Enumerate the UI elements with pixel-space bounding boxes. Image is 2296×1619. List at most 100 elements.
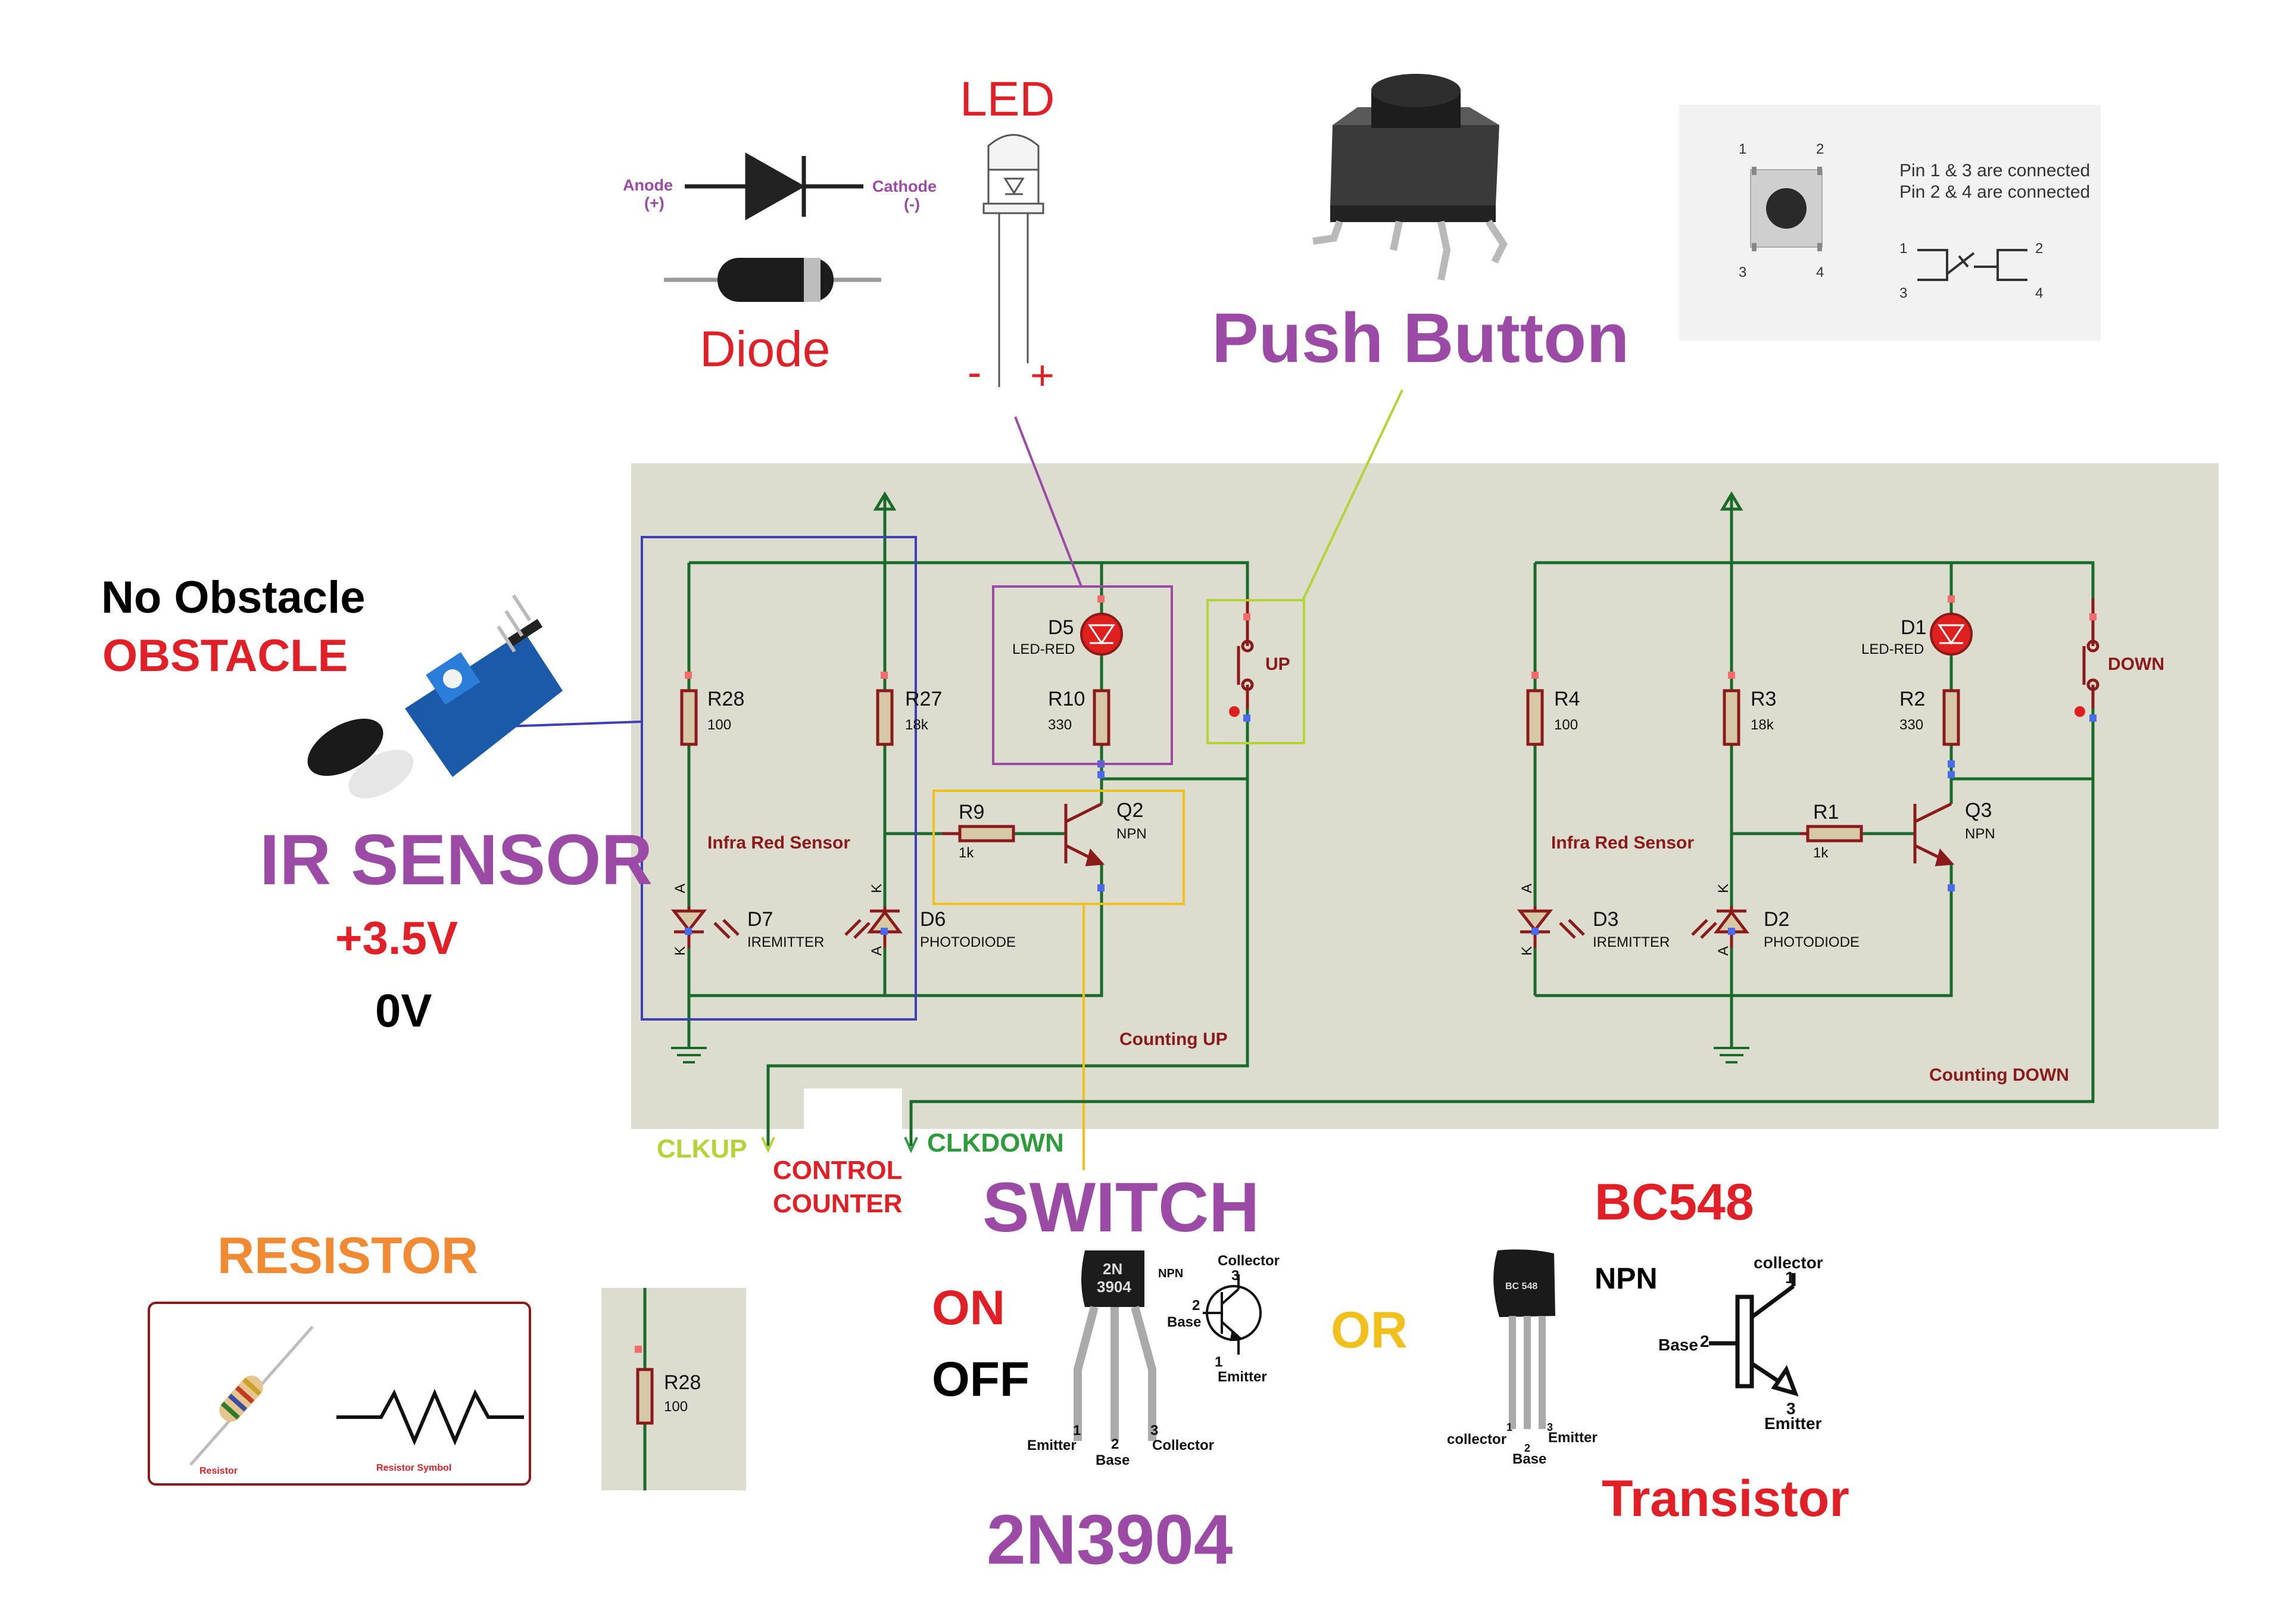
resistor-inset-frame (148, 1302, 531, 1486)
pin-markers-down (1531, 595, 2097, 935)
on-label: ON (932, 1281, 1005, 1335)
led-callout-line (1014, 416, 1083, 587)
no-obstacle-label: No Obstacle (101, 572, 366, 623)
clkup-label: CLKUP (657, 1134, 747, 1163)
resistor-symbol-zigzag (336, 1389, 524, 1446)
switch-label-down: DOWN (2108, 654, 2164, 674)
ir-callout-line (504, 720, 642, 728)
voltage-low-label: 0V (375, 984, 432, 1037)
chip-2n3904-pin1-bottom: 1 (1215, 1354, 1222, 1370)
npn-label: NPN (1595, 1262, 1658, 1295)
anode-sign: (+) (644, 194, 665, 212)
control-label: CONTROL (773, 1156, 903, 1185)
d1-ref: D1 (1901, 616, 1926, 639)
chip-2n3904-pin1: 1 (1073, 1423, 1081, 1439)
ground-symbol-down (1714, 1047, 1749, 1063)
pin-1-symbol: 1 (1899, 241, 1907, 257)
ts-base: Base (1658, 1336, 1698, 1354)
d7-value: IREMITTER (747, 934, 824, 950)
clkdown-label: CLKDOWN (927, 1128, 1064, 1158)
d6-cathode: K (869, 884, 885, 893)
d3-value: IREMITTER (1593, 934, 1670, 950)
pin-3-bottom: 3 (1739, 264, 1746, 280)
led-plus: + (1030, 352, 1055, 398)
pin-2-top: 2 (1816, 141, 1824, 157)
schematic-panel (631, 463, 2219, 1129)
chip-2n3904-npn: NPN (1158, 1267, 1183, 1280)
r1-value: 1k (1813, 845, 1829, 861)
d6-anode: A (869, 946, 885, 956)
2n3904-symbol (1203, 1274, 1262, 1355)
button-callout-line (1302, 389, 1403, 601)
schematic-text: R28 100 R27 18k R10 330 R9 1k D5 LED-RED… (664, 616, 1995, 1415)
pin-4-bottom: 4 (1816, 264, 1824, 280)
chip-2n3904-emitter-right: Emitter (1218, 1369, 1267, 1385)
diode-package (664, 258, 881, 302)
transistor-symbol-text: collector 1 Base 2 3 Emitter (1658, 1253, 1823, 1433)
chip-2n3904-collector-bottom: Collector (1152, 1437, 1214, 1453)
push-switch-up (1237, 598, 1254, 709)
ir-sensor-module-photo (307, 594, 563, 798)
cathode-label: Cathode (872, 177, 937, 195)
transistor-q3 (1913, 802, 1955, 866)
d7-anode: A (672, 884, 688, 893)
d7-cathode: K (672, 946, 688, 956)
push-button-photo (1312, 74, 1508, 281)
or-label: OR (1331, 1302, 1408, 1359)
ir-emitter-d7 (670, 906, 740, 948)
off-label: OFF (932, 1352, 1030, 1406)
transistor-title: Transistor (1602, 1470, 1849, 1527)
ground-symbol-up (671, 1047, 707, 1063)
r3-ref: R3 (1751, 688, 1776, 710)
chip-2n3904-line2: 3904 (1097, 1278, 1131, 1296)
q2-value: NPN (1116, 826, 1147, 842)
pin-2-symbol: 2 (2035, 241, 2043, 257)
bc548-collector: collector (1447, 1431, 1506, 1448)
r27-value: 18k (905, 717, 929, 733)
ts-pin3: 3 (1786, 1399, 1796, 1418)
section-label-up: Counting UP (1119, 1030, 1228, 1049)
d2-cathode: K (1715, 884, 1732, 893)
resistor-inset-value: 100 (664, 1399, 688, 1415)
pinout-button-icon (1750, 167, 1823, 251)
bc548-pin1: 1 (1506, 1421, 1512, 1433)
pinout-panel (1679, 105, 2101, 341)
pinout-text: 1 2 3 4 1 3 2 4 Pin 1 & 3 are connected … (1739, 141, 2090, 301)
anode-label: Anode (623, 176, 673, 194)
pin-note-2: Pin 2 & 4 are connected (1899, 182, 2090, 202)
ts-emitter: Emitter (1764, 1414, 1822, 1433)
clkup-arrow (761, 1137, 775, 1153)
d2-value: PHOTODIODE (1764, 934, 1860, 950)
2n3904-package (1074, 1250, 1156, 1441)
d6-value: PHOTODIODE (920, 934, 1016, 950)
2n3904-text: 2N 3904 NPN Collector 3 2 Base 1 Emitter… (1027, 1253, 1280, 1468)
bc548-pin2: 2 (1524, 1442, 1530, 1454)
pinout-switch-symbol (1917, 249, 2027, 281)
d6-ref: D6 (920, 908, 946, 931)
r28-ref: R28 (707, 688, 744, 710)
pin-1-top: 1 (1739, 141, 1746, 157)
ir-sensor-highlight (641, 536, 917, 1021)
r9-value: 1k (959, 845, 974, 861)
led-d5 (1080, 613, 1123, 656)
clkdown-arrow (904, 1137, 918, 1153)
push-button-title: Push Button (1212, 299, 1630, 378)
ts-pin2: 2 (1700, 1332, 1709, 1350)
d3-ref: D3 (1593, 908, 1618, 931)
r10-value: 330 (1048, 717, 1072, 733)
resistor-title: RESISTOR (217, 1227, 479, 1284)
resistor-symbol-caption: Resistor Symbol (376, 1463, 451, 1473)
push-switch-down (2082, 598, 2100, 709)
switch-highlight (1206, 599, 1305, 744)
resistor-captions: Resistor Resistor Symbol (199, 1463, 451, 1476)
r1-ref: R1 (1813, 801, 1839, 823)
pin-4-symbol: 4 (2035, 285, 2043, 301)
chip-2n3904-pin3-top: 3 (1231, 1268, 1239, 1284)
cathode-sign: (-) (904, 195, 920, 213)
r28-value: 100 (707, 717, 731, 733)
switch-title: SWITCH (982, 1168, 1260, 1247)
r2-ref: R2 (1899, 688, 1925, 710)
diode-symbol (685, 152, 863, 221)
panel-notch (804, 1088, 902, 1129)
d3-cathode: K (1519, 946, 1535, 956)
